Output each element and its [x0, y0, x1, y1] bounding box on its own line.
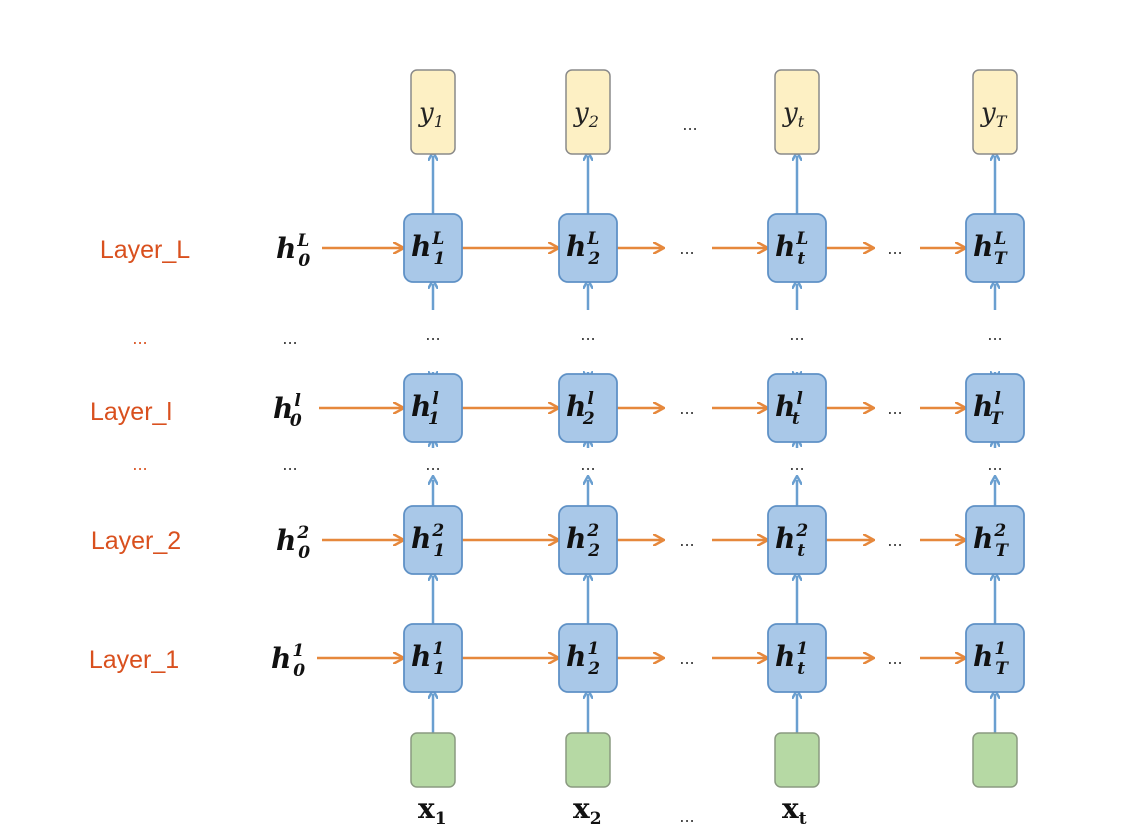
- output-node: [774, 69, 820, 155]
- ellipsis: ...: [789, 325, 804, 344]
- output-label: y2: [573, 98, 599, 131]
- layer-label: Layer_L: [100, 236, 190, 264]
- output-node: [410, 69, 456, 155]
- ellipsis: ...: [789, 455, 804, 474]
- hidden-node: [558, 505, 618, 575]
- hidden-node: [767, 623, 827, 693]
- output-label: y1: [418, 98, 444, 131]
- ellipsis: ...: [887, 649, 902, 668]
- hidden-node: [965, 213, 1025, 283]
- ellipsis: ...: [580, 455, 595, 474]
- output-label: yt: [782, 98, 805, 131]
- layer-label: Layer_l: [90, 398, 172, 426]
- hidden-node: [558, 213, 618, 283]
- ellipsis: ...: [425, 455, 440, 474]
- hidden-node: [767, 213, 827, 283]
- input-node: [774, 732, 820, 788]
- ellipsis: ...: [679, 807, 694, 826]
- ellipsis: ...: [679, 649, 694, 668]
- ellipsis: ...: [987, 455, 1002, 474]
- hidden-node: [965, 373, 1025, 443]
- hidden-node: [403, 213, 463, 283]
- input-node: [972, 732, 1018, 788]
- ellipsis: ...: [282, 455, 297, 474]
- hidden-node: [558, 623, 618, 693]
- ellipsis: ...: [987, 325, 1002, 344]
- hidden-node: [767, 373, 827, 443]
- arrows: [317, 156, 995, 733]
- hidden-node: [965, 505, 1025, 575]
- ellipsis: ...: [887, 399, 902, 418]
- hidden-node: [403, 505, 463, 575]
- input-label: x2: [573, 792, 602, 829]
- input-node: [410, 732, 456, 788]
- ellipsis-label: ...: [132, 455, 147, 474]
- layer-label: Layer_2: [91, 527, 181, 555]
- ellipsis: ...: [682, 115, 697, 134]
- ellipsis: ...: [887, 239, 902, 258]
- ellipsis: ...: [679, 531, 694, 550]
- input-label: xt: [782, 792, 807, 829]
- output-label: yT: [980, 98, 1008, 131]
- input-label: x1: [418, 792, 447, 829]
- hidden-node: [403, 623, 463, 693]
- ellipsis: ...: [425, 325, 440, 344]
- hidden-node: [558, 373, 618, 443]
- input-node: [565, 732, 611, 788]
- ellipsis: ...: [887, 531, 902, 550]
- layer-label: Layer_1: [89, 646, 179, 674]
- ellipsis: ...: [679, 399, 694, 418]
- ellipsis-label: ...: [132, 329, 147, 348]
- hidden-node: [965, 623, 1025, 693]
- output-node: [565, 69, 611, 155]
- output-node: [972, 69, 1018, 155]
- ellipsis: ...: [580, 325, 595, 344]
- ellipsis: ...: [282, 329, 297, 348]
- ellipses: ........................................…: [132, 115, 1002, 826]
- hidden-node: [403, 373, 463, 443]
- ellipsis: ...: [679, 239, 694, 258]
- hidden-node: [767, 505, 827, 575]
